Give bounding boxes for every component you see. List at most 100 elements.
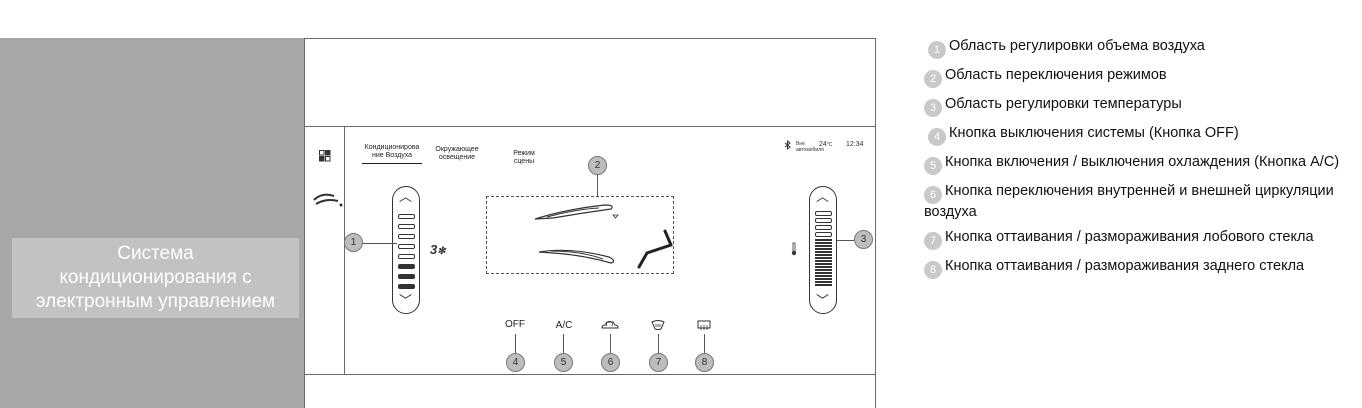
apps-grid-icon[interactable]: [319, 150, 331, 162]
thermometer-icon: [791, 242, 797, 256]
active-tab-underline: [362, 163, 422, 164]
legend-number: 3: [924, 99, 942, 117]
airflow-lower-icon: [538, 249, 615, 264]
temp-bar: [815, 232, 832, 237]
callout-line: [563, 334, 564, 353]
outside-label: Вне: [796, 141, 805, 147]
temp-bar: [815, 211, 832, 216]
tab-label: Окружающее: [435, 146, 479, 153]
callout-line: [610, 334, 611, 353]
airflow-lower-line: [550, 250, 604, 260]
legend-text: Область регулировки температуры: [945, 96, 1182, 112]
title-line: Система: [117, 243, 194, 264]
fan-bar: [398, 254, 415, 259]
mode-selection-area: [486, 196, 698, 274]
fan-bar-active: [398, 264, 415, 269]
sidebar-divider: [344, 126, 345, 374]
fan-speed-slider[interactable]: ︿ ﹀: [392, 186, 420, 314]
fan-bar: [398, 234, 415, 239]
legend-number: 1: [928, 41, 946, 59]
callout-line: [658, 334, 659, 353]
car-recirculation-icon[interactable]: [601, 321, 619, 331]
outside-temp: 24°C: [819, 141, 832, 148]
legend-text: Кнопка оттаивания / размораживания лобов…: [945, 229, 1314, 245]
tab-label: ние Воздуха: [371, 152, 413, 159]
title-line: кондиционирования с: [59, 267, 252, 288]
fan-bar: [398, 214, 415, 219]
legend-text: Кнопка включения / выключения охлаждения…: [945, 154, 1340, 170]
divider: [305, 126, 876, 127]
tab-label: Кондиционирова: [364, 144, 420, 151]
callout-line: [597, 175, 598, 196]
fan-bar: [398, 244, 415, 249]
temp-unit: °C: [826, 142, 833, 148]
chevron-up-icon[interactable]: ︿: [816, 189, 830, 204]
legend-text: Кнопка оттаивания / размораживания задне…: [945, 258, 1305, 274]
temperature-slider[interactable]: ︿ ﹀: [809, 186, 837, 314]
callout-4: 4: [506, 353, 525, 372]
legend-number: 7: [924, 232, 942, 250]
outside-sub: автомобиля: [796, 147, 824, 153]
legend-number: 5: [924, 157, 942, 175]
fan-icon: ✻: [437, 246, 446, 257]
temperature-fill: [815, 239, 832, 287]
chevron-down-icon[interactable]: ﹀: [399, 293, 413, 308]
callout-6: 6: [601, 353, 620, 372]
callout-line: [363, 243, 397, 244]
legend-number: 8: [924, 261, 942, 279]
legend-number: 2: [924, 70, 942, 88]
airflow-upper-line: [546, 207, 600, 218]
legend-text: Область регулировки объема воздуха: [949, 38, 1205, 54]
title-panel: Система кондиционирования с электронным …: [0, 38, 304, 408]
clock: 12:34: [846, 141, 864, 148]
passenger-seat-icon: [637, 243, 673, 269]
tab-air-conditioning[interactable]: Кондиционирова ние Воздуха: [356, 144, 428, 160]
tab-scene-mode[interactable]: Режим сцены: [504, 150, 544, 166]
fan-bar: [398, 224, 415, 229]
outside-temp-label: Вне автомобиля: [796, 141, 824, 153]
divider: [305, 374, 876, 375]
callout-2: 2: [588, 156, 607, 175]
temp-value: 24: [819, 141, 827, 148]
callout-3: 3: [854, 230, 873, 249]
callout-8: 8: [695, 353, 714, 372]
chevron-up-icon[interactable]: ︿: [399, 189, 413, 204]
callout-line: [704, 334, 705, 353]
car-brand-icon[interactable]: [312, 190, 344, 208]
callout-line: [515, 334, 516, 353]
fan-bar-active: [398, 274, 415, 279]
tab-label: освещение: [438, 154, 476, 161]
legend-number: 6: [924, 186, 942, 204]
title-line: электронным управлением: [35, 291, 276, 312]
legend-text: Кнопка выключения системы (Кнопка OFF): [949, 125, 1239, 141]
legend-number: 4: [928, 128, 946, 146]
temp-bar: [815, 225, 832, 230]
off-button[interactable]: OFF: [505, 319, 525, 330]
airflow-upper-icon: [534, 204, 613, 220]
bluetooth-icon: [784, 140, 791, 150]
windshield-mini-icon: [612, 214, 619, 219]
chevron-down-icon[interactable]: ﹀: [816, 293, 830, 308]
rear-defrost-icon[interactable]: [697, 320, 711, 332]
tab-ambient-lighting[interactable]: Окружающее освещение: [428, 146, 486, 162]
fan-level-value: 3: [430, 242, 438, 257]
tab-label: Режим: [513, 150, 535, 157]
hvac-screen: Кондиционирова ние Воздуха Окружающее ос…: [304, 126, 876, 374]
callout-5: 5: [554, 353, 573, 372]
callout-1: 1: [344, 233, 363, 252]
display-frame: [304, 38, 876, 408]
fan-level-readout: 3✻: [430, 242, 446, 257]
airflow-mode-icons: [534, 204, 698, 269]
ac-button[interactable]: A/C: [555, 320, 573, 331]
legend-text: Область переключения режимов: [945, 67, 1167, 83]
windshield-defrost-icon[interactable]: [651, 320, 665, 332]
